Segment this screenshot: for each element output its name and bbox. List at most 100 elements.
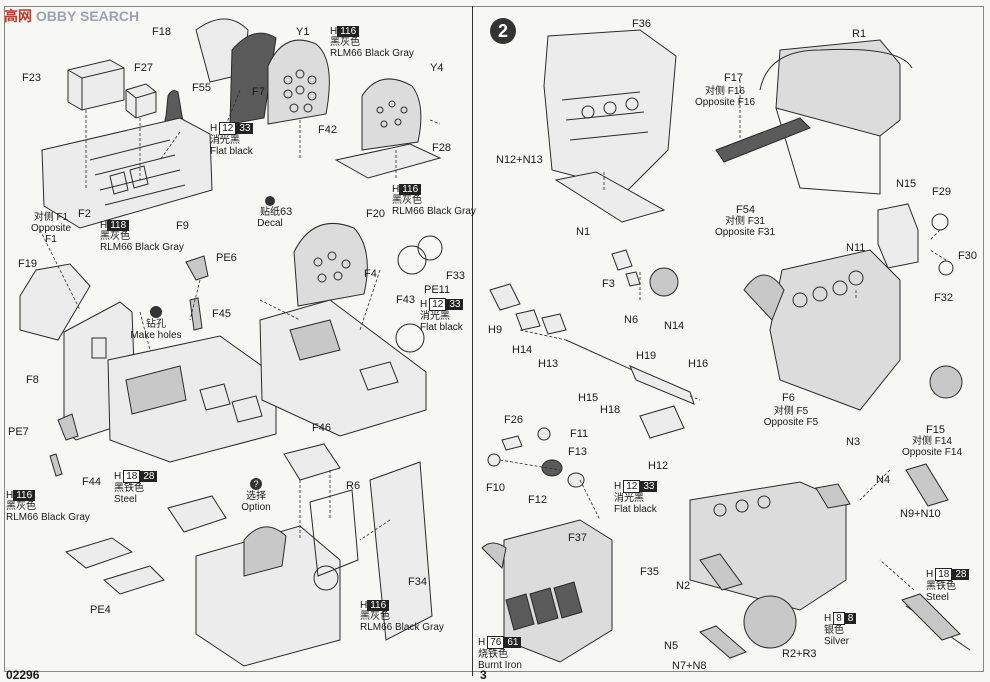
- part-engine-middle: [743, 249, 963, 411]
- color-en: Flat black: [210, 146, 253, 157]
- color-num: 33: [446, 299, 464, 310]
- color-en: Silver: [824, 636, 850, 647]
- label-n15: N15: [896, 178, 917, 190]
- color-box: 18: [123, 470, 141, 483]
- label-f36: F36: [632, 18, 651, 30]
- color-letter: H: [100, 220, 108, 231]
- catalog-number: 02296: [6, 668, 40, 682]
- label-n9-n10: N9+N10: [900, 508, 941, 520]
- color-num: 8: [844, 613, 857, 624]
- color-num: 33: [236, 123, 254, 134]
- label-pe6: PE6: [216, 252, 237, 264]
- label-f44: F44: [82, 476, 101, 488]
- label-f16-en: Opposite F16: [694, 97, 756, 108]
- color-cn: 消光黑: [210, 135, 240, 146]
- color-num: 116: [337, 26, 360, 37]
- label-f1-cn: 对侧 F1: [33, 212, 69, 223]
- color-cn: 银色: [824, 625, 844, 636]
- color-en: Burnt Iron: [478, 660, 522, 671]
- label-f1-en: Opposite F1: [30, 223, 72, 245]
- part-f9-floor: [41, 117, 213, 229]
- label-f35: F35: [640, 566, 659, 578]
- part-f19: [19, 263, 91, 341]
- label-pe7: PE7: [8, 426, 29, 438]
- part-n11: [848, 270, 864, 286]
- label-n14: N14: [664, 320, 685, 332]
- label-f14-en: Opposite F14: [901, 447, 963, 458]
- part-h19: [629, 365, 695, 405]
- decal-en: Decal: [257, 218, 283, 229]
- label-f12: F12: [528, 494, 547, 506]
- watermark-logo: 高网 OBBY SEARCH: [4, 6, 139, 26]
- label-r6: R6: [346, 480, 361, 492]
- color-num: 61: [504, 637, 522, 648]
- label-h15: H15: [578, 392, 599, 404]
- color-box: 76: [487, 636, 505, 649]
- color-box: 8: [833, 612, 845, 625]
- label-f11: F11: [570, 428, 589, 440]
- color-letter: H: [210, 123, 218, 134]
- part-f27-cube: [125, 83, 157, 119]
- label-f31-en: Opposite F31: [714, 227, 776, 238]
- color-letter: H: [114, 471, 122, 482]
- part-f3: [611, 249, 633, 271]
- label-n6: N6: [624, 314, 639, 326]
- color-letter: H: [6, 490, 14, 501]
- part-f43-wheel-3: [395, 323, 425, 353]
- label-f20: F20: [366, 208, 385, 220]
- color-cn: 黑灰色: [392, 195, 422, 206]
- label-f6: F6: [782, 392, 795, 404]
- label-f30: F30: [958, 250, 977, 262]
- color-cn: 黑灰色: [330, 37, 360, 48]
- label-n7-n8: N7+N8: [672, 660, 707, 672]
- label-f4: F4: [364, 268, 377, 280]
- label-f16-cn: 对侧 F16: [704, 86, 745, 97]
- color-num: 116: [13, 490, 36, 501]
- label-h12: H12: [648, 460, 669, 472]
- part-n1: [554, 171, 666, 223]
- part-h9-h13: [489, 283, 567, 335]
- color-letter: H: [330, 26, 338, 37]
- color-en: Flat black: [420, 322, 463, 333]
- label-pe11: PE11: [424, 284, 451, 296]
- part-r1-block: [759, 39, 913, 195]
- part-exhaust-stack: [699, 553, 743, 591]
- label-f19: F19: [18, 258, 37, 270]
- label-f9: F9: [176, 220, 189, 232]
- label-r1: R1: [852, 28, 867, 40]
- option-en: Option: [241, 502, 271, 513]
- part-n7-n8: [699, 625, 747, 659]
- label-h18: H18: [600, 404, 621, 416]
- decal-icon: [265, 196, 275, 206]
- color-en: RLM66 Black Gray: [360, 622, 444, 633]
- color-cn: 消光黑: [614, 493, 644, 504]
- label-f43: F43: [396, 294, 415, 306]
- label-f42: F42: [318, 124, 337, 136]
- label-f14-cn: 对侧 F14: [911, 436, 952, 447]
- color-num: 116: [399, 184, 422, 195]
- color-num: 116: [367, 600, 390, 611]
- step-number: 2: [497, 21, 508, 41]
- label-h13: H13: [538, 358, 559, 370]
- label-f10: F10: [486, 482, 505, 494]
- part-n9-n10: [905, 463, 949, 507]
- color-en: RLM66 Black Gray: [392, 206, 476, 217]
- part-f29: [931, 213, 949, 231]
